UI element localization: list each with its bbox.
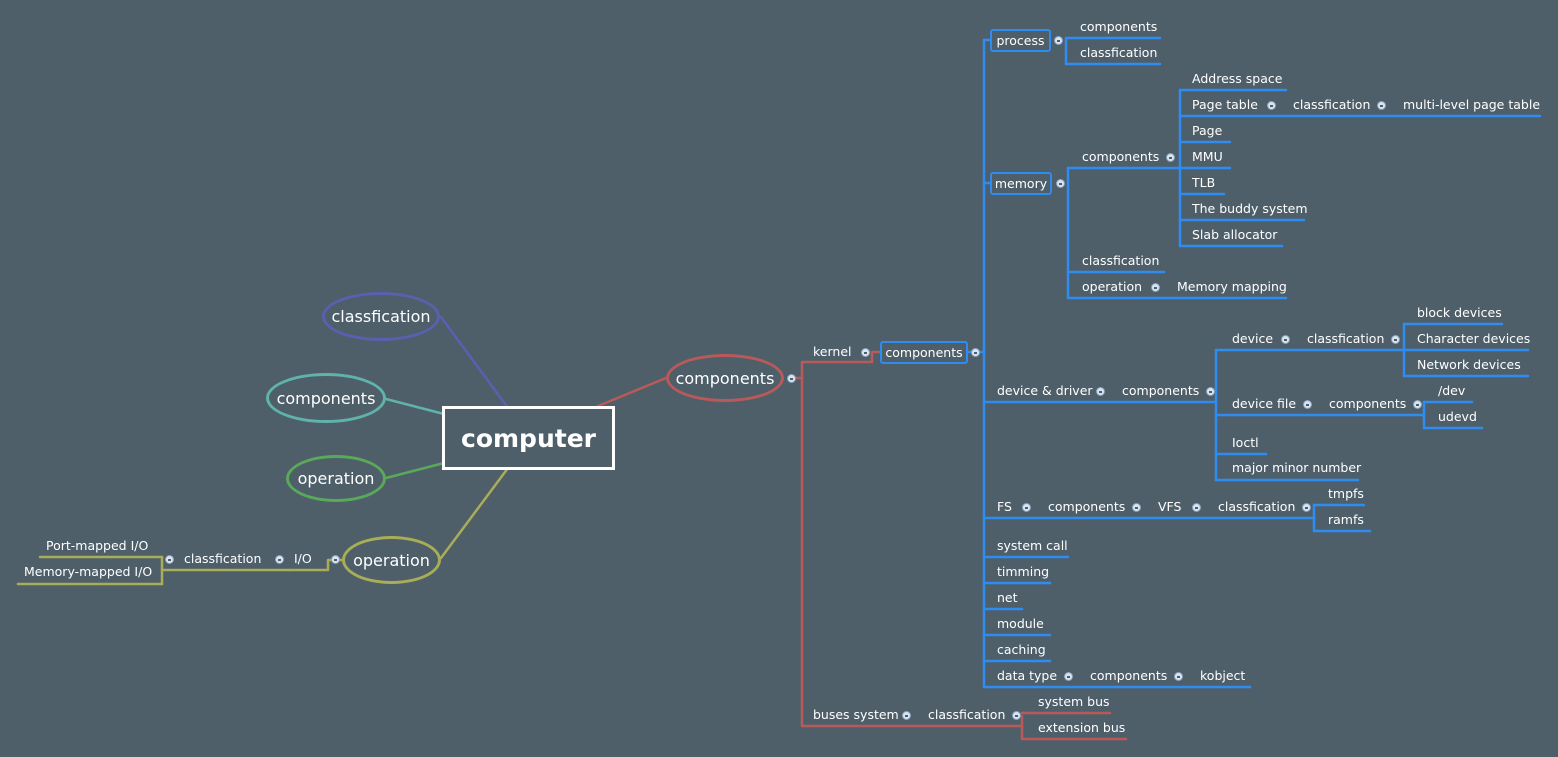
collapse-icon[interactable] (275, 555, 284, 564)
collapse-icon[interactable] (1377, 101, 1386, 110)
buses-classification-label[interactable]: classfication (928, 707, 1006, 722)
collapse-icon[interactable] (1096, 387, 1105, 396)
collapse-icon[interactable] (165, 555, 174, 564)
device-file-components-label[interactable]: components (1329, 396, 1407, 411)
collapse-icon[interactable] (1132, 503, 1141, 512)
system-bus-label[interactable]: system bus (1038, 694, 1110, 709)
port-mapped-label[interactable]: Port-mapped I/O (46, 538, 149, 553)
memory-item[interactable]: Page table (1192, 97, 1258, 112)
device-type-label[interactable]: Network devices (1417, 357, 1521, 372)
device-type-label[interactable]: block devices (1417, 305, 1502, 320)
device-classification-label[interactable]: classfication (1307, 331, 1385, 346)
ramfs-label[interactable]: ramfs (1328, 512, 1364, 527)
memory-classification-label[interactable]: classfication (1082, 253, 1160, 268)
device-driver-label[interactable]: device & driver (997, 383, 1093, 398)
collapse-icon[interactable] (1064, 672, 1073, 681)
process-node[interactable]: process (990, 29, 1051, 52)
kernel-item-label[interactable]: caching (997, 642, 1046, 657)
kobject-label[interactable]: kobject (1200, 668, 1246, 683)
memory-operation-label[interactable]: operation (1082, 279, 1143, 294)
components-node-main[interactable]: components (666, 354, 784, 402)
tmpfs-label[interactable]: tmpfs (1328, 486, 1364, 501)
process-classification-label[interactable]: classfication (1080, 45, 1158, 60)
device-label[interactable]: device (1232, 331, 1274, 346)
collapse-icon[interactable] (1174, 672, 1183, 681)
device-file-label[interactable]: device file (1232, 396, 1297, 411)
components-node-left[interactable]: components (266, 373, 386, 423)
vfs-label[interactable]: VFS (1158, 499, 1182, 514)
kernel-item-label[interactable]: net (997, 590, 1018, 605)
collapse-icon[interactable] (1012, 711, 1021, 720)
fs-components-label[interactable]: components (1048, 499, 1126, 514)
memory-item[interactable]: TLB (1192, 175, 1216, 190)
classification-node[interactable]: classfication (322, 292, 440, 341)
kernel-label[interactable]: kernel (813, 344, 852, 359)
multi-level-page-table-label[interactable]: multi-level page table (1403, 97, 1541, 112)
collapse-icon[interactable] (1303, 400, 1312, 409)
kernel-item-label[interactable]: module (997, 616, 1044, 631)
collapse-icon[interactable] (1413, 400, 1422, 409)
collapse-icon[interactable] (1281, 335, 1290, 344)
collapse-icon[interactable] (1022, 503, 1031, 512)
operation-node[interactable]: operation (286, 455, 386, 502)
memory-item[interactable]: Address space (1192, 71, 1283, 86)
io-classification-label[interactable]: classfication (184, 551, 262, 566)
kernel-components-node[interactable]: components (880, 341, 968, 364)
memory-item[interactable]: Page (1192, 123, 1223, 138)
collapse-icon[interactable] (1054, 36, 1063, 45)
data-type-components-label[interactable]: components (1090, 668, 1168, 683)
collapse-icon[interactable] (1192, 503, 1201, 512)
collapse-icon[interactable] (1267, 101, 1276, 110)
memory-item[interactable]: Slab allocator (1192, 227, 1278, 242)
io-operation-node[interactable]: operation (342, 536, 441, 584)
page-table-classification-label[interactable]: classfication (1293, 97, 1371, 112)
udevd-label[interactable]: udevd (1438, 409, 1477, 424)
memory-item[interactable]: MMU (1192, 149, 1223, 164)
collapse-icon[interactable] (902, 711, 911, 720)
memory-components-label[interactable]: components (1082, 149, 1160, 164)
collapse-icon[interactable] (1302, 503, 1311, 512)
collapse-icon[interactable] (1391, 335, 1400, 344)
process-components-label[interactable]: components (1080, 19, 1158, 34)
device-driver-components-label[interactable]: components (1122, 383, 1200, 398)
collapse-icon[interactable] (861, 348, 870, 357)
extension-bus-label[interactable]: extension bus (1038, 720, 1126, 735)
collapse-icon[interactable] (1206, 387, 1215, 396)
fs-classification-label[interactable]: classfication (1218, 499, 1296, 514)
memory-node[interactable]: memory (990, 172, 1052, 195)
collapse-icon[interactable] (971, 348, 980, 357)
ioctl-label[interactable]: Ioctl (1232, 435, 1259, 450)
memory-mapping-label[interactable]: Memory mapping (1177, 279, 1287, 294)
collapse-icon[interactable] (1151, 283, 1160, 292)
device-type-label[interactable]: Character devices (1417, 331, 1531, 346)
dev-label[interactable]: /dev (1438, 383, 1466, 398)
root-node[interactable]: computer (442, 406, 615, 470)
buses-system-label[interactable]: buses system (813, 707, 899, 722)
kernel-item-label[interactable]: timming (997, 564, 1050, 579)
collapse-icon[interactable] (331, 555, 340, 564)
collapse-icon[interactable] (1166, 153, 1175, 162)
io-label[interactable]: I/O (294, 551, 312, 566)
collapse-icon[interactable] (1056, 179, 1065, 188)
kernel-item-label[interactable]: system call (997, 538, 1068, 553)
fs-label[interactable]: FS (997, 499, 1012, 514)
major-minor-label[interactable]: major minor number (1232, 460, 1362, 475)
memory-item[interactable]: The buddy system (1192, 201, 1308, 216)
memory-mapped-label[interactable]: Memory-mapped I/O (24, 564, 153, 579)
collapse-icon[interactable] (787, 374, 796, 383)
data-type-label[interactable]: data type (997, 668, 1058, 683)
